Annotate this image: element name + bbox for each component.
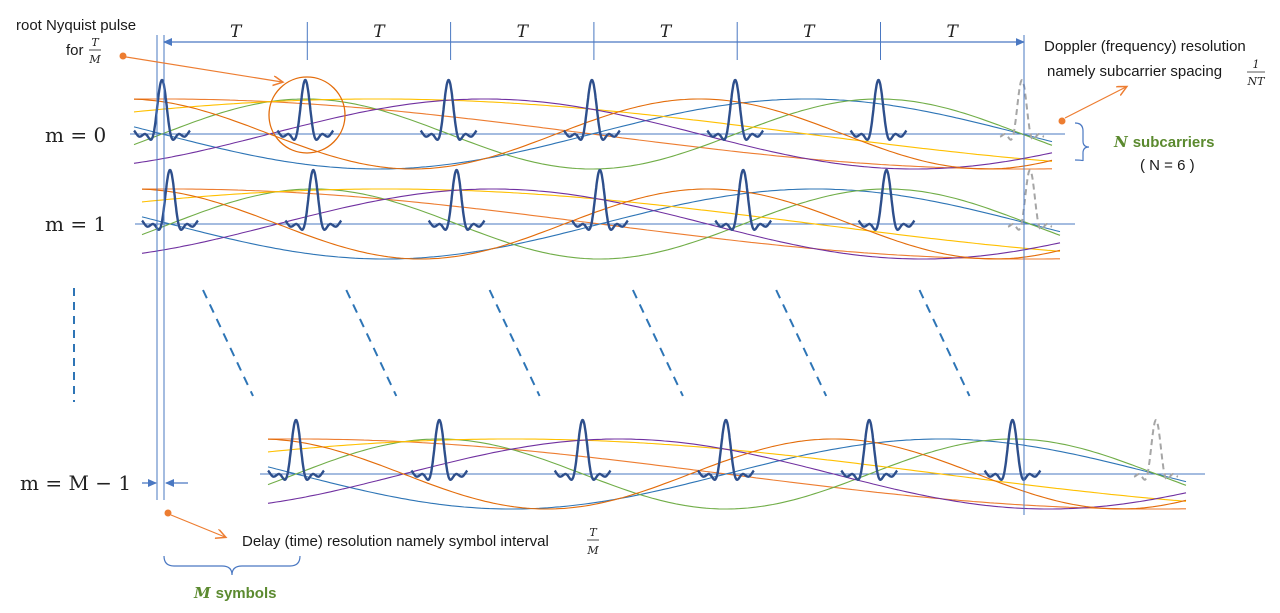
- subcarrier-wave: [133, 98, 1053, 170]
- ghost-pulse: [1007, 168, 1053, 231]
- subcarrier-wave: [141, 188, 1061, 260]
- subcarrier-wave: [267, 438, 1187, 510]
- subcarrier-wave: [267, 438, 1187, 510]
- ghost-pulse: [1133, 418, 1179, 481]
- subcarrier-brace: [1074, 122, 1090, 162]
- period-label: T: [373, 22, 386, 42]
- row-label-mM1: m = M − 1: [20, 471, 131, 495]
- subcarrier-wave: [141, 188, 1061, 252]
- period-label: T: [517, 22, 530, 42]
- pulse-highlight-circle: [268, 76, 346, 154]
- subcarrier-wave: [133, 98, 1053, 170]
- subcarrier-wave: [133, 98, 1053, 170]
- subcarrier-wave: [267, 438, 1187, 510]
- nyquist-pulse: [267, 418, 325, 481]
- subcarriers-count: ( N = 6 ): [1140, 157, 1195, 174]
- subcarrier-wave: [133, 98, 1053, 170]
- delay-fraction: T M: [586, 526, 599, 557]
- subcarrier-wave: [141, 188, 1061, 260]
- period-label: T: [803, 22, 816, 42]
- doppler-line1: Doppler (frequency) resolution: [1044, 38, 1246, 55]
- pulse-for: for: [66, 42, 84, 59]
- pulse-title: root Nyquist pulse: [16, 17, 136, 34]
- doppler-fraction: 1 NT: [1247, 58, 1267, 88]
- diagonal-dash: [345, 289, 398, 397]
- doppler-frac-den: NT: [1247, 75, 1267, 88]
- row-label-m1: m = 1: [45, 212, 106, 236]
- pulse-frac-den: M: [88, 53, 101, 66]
- doppler-line2: namely subcarrier spacing: [1047, 63, 1222, 80]
- nyquist-pulse: [983, 418, 1042, 481]
- diagonal-dash: [631, 289, 684, 397]
- pulse-frac-num: T: [91, 36, 100, 49]
- row-m-0: [130, 78, 1065, 170]
- diagonal-dash: [488, 289, 541, 397]
- pulse-callout-dot: [119, 52, 127, 60]
- diagonal-dash: [775, 289, 828, 397]
- doppler-callout-dot: [1058, 117, 1066, 125]
- nyquist-pulse: [849, 78, 908, 141]
- nyquist-pulse: [284, 168, 343, 231]
- delay-frac-den: M: [586, 544, 599, 557]
- delay-callout-arrow: [170, 514, 225, 537]
- period-label: T: [946, 22, 959, 42]
- nyquist-pulse: [571, 168, 629, 231]
- nyquist-pulse: [141, 168, 199, 231]
- diagonal-ellipses: [202, 289, 971, 397]
- symbols-brace: [163, 555, 301, 576]
- nyquist-pulse: [427, 168, 486, 231]
- diagonal-dash: [202, 289, 254, 397]
- subcarrier-wave: [141, 188, 1061, 260]
- delay-frac-num: T: [589, 526, 598, 539]
- nyquist-pulse: [857, 168, 916, 231]
- delay-callout-dot: [164, 509, 172, 517]
- nyquist-pulse: [276, 78, 335, 141]
- ghost-pulse: [999, 78, 1045, 141]
- period-label: T: [230, 22, 243, 42]
- nyquist-pulse: [697, 418, 755, 481]
- nyquist-pulse: [563, 78, 621, 141]
- nyquist-pulse: [133, 78, 191, 141]
- nyquist-pulse: [840, 418, 899, 481]
- row-label-m0: m = 0: [45, 123, 106, 147]
- row-m-1: [135, 168, 1075, 260]
- doppler-frac-num: 1: [1253, 58, 1260, 71]
- doppler-callout-arrow: [1064, 87, 1126, 119]
- nyquist-pulse: [410, 418, 469, 481]
- nyquist-pulse: [419, 78, 478, 141]
- nyquist-pulse: [553, 418, 612, 481]
- nyquist-pulse: [706, 78, 765, 141]
- row-m-M-minus-1: [260, 418, 1205, 510]
- pulse-fraction: T M: [88, 36, 101, 66]
- subcarrier-wave: [267, 438, 1187, 502]
- nyquist-pulse: [714, 168, 773, 231]
- delay-text: Delay (time) resolution namely symbol in…: [242, 533, 549, 550]
- period-label: T: [660, 22, 673, 42]
- subcarrier-wave: [267, 438, 1187, 510]
- pulse-callout-arrow: [125, 56, 282, 82]
- subcarrier-wave: [141, 188, 1061, 260]
- diagonal-dash: [918, 289, 971, 397]
